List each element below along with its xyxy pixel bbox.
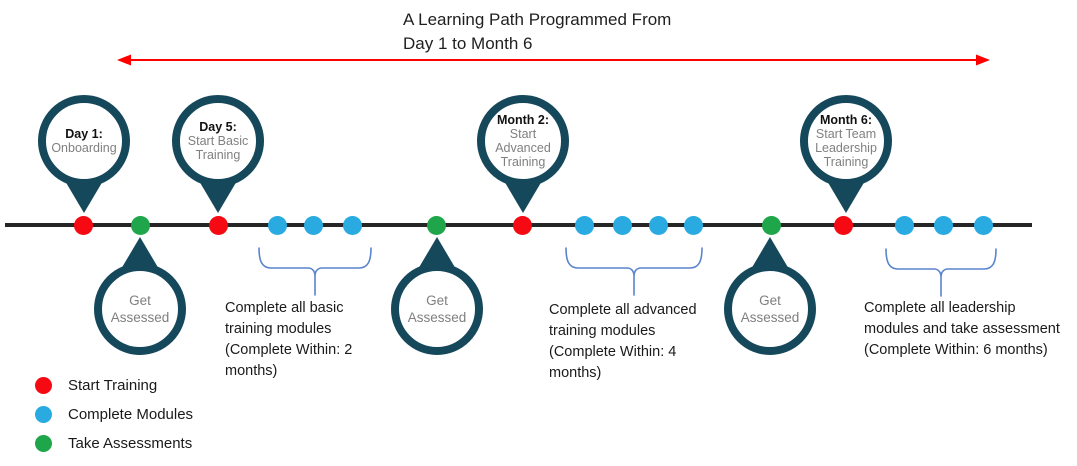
legend-dot-blue [35,405,52,423]
timeline-dot-start-training [512,216,532,235]
legend-label: Complete Modules [68,405,194,423]
map-pin-icon [38,95,130,213]
timespan-arrow [117,54,990,66]
brace-leadership-modules [885,248,997,297]
milestone-pin-day1: Day 1: Onboarding [34,95,134,213]
phase-text-advanced: Complete all advanced training modules (… [549,302,697,381]
map-pin-inverted-icon [94,237,186,355]
map-pin-inverted-icon [724,237,816,355]
timeline-dot-complete-modules [574,216,594,235]
timeline-dot-complete-modules [894,216,914,235]
assessment-pin-1: Get Assessed [90,237,190,355]
assessment-pin-3: Get Assessed [720,237,820,355]
phase-text-basic: Complete all basic training modules (Com… [225,300,353,379]
milestone-body: Start Team Leadership Training [815,127,877,169]
legend-item-start-training: Start Training [35,376,157,394]
assessment-label: Get Assessed [740,293,800,325]
legend-label: Start Training [68,376,158,394]
brace-advanced-modules [565,247,703,296]
milestone-pin-month6: Month 6: Start Team Leadership Training [796,95,896,213]
assessment-pin-2: Get Assessed [387,237,487,355]
brace-basic-modules [258,247,372,296]
map-pin-icon [477,95,569,213]
legend-dot-red [35,376,52,394]
milestone-body: Onboarding [51,141,117,155]
arrow-left-head-icon [117,54,131,66]
arrow-right-head-icon [976,54,990,66]
legend-item-take-assessments: Take Assessments [35,434,192,452]
map-pin-inverted-icon [391,237,483,355]
assessment-label: Get Assessed [110,293,170,325]
map-pin-icon [172,95,264,213]
legend-item-complete-modules: Complete Modules [35,405,193,423]
timeline-dot-complete-modules [973,216,993,235]
timeline-dot-complete-modules [303,216,323,235]
legend-dot-green [35,434,52,452]
milestone-header: Month 6: [819,113,873,127]
assessment-label: Get Assessed [407,293,467,325]
timeline-dot-complete-modules [933,216,953,235]
milestone-pin-month2: Month 2: Start Advanced Training [473,95,573,213]
milestone-body: Start Basic Training [187,134,249,162]
milestone-header: Day 5: [199,120,237,134]
timeline-dot-start-training [833,216,853,235]
legend-label: Take Assessments [68,434,193,452]
phase-text-leadership: Complete all leadership modules and take… [864,300,1060,358]
timeline-dot-complete-modules [683,216,703,235]
milestone-header: Day 1: [65,127,103,141]
timeline-dot-complete-modules [267,216,287,235]
milestone-header: Month 2: [496,113,550,127]
map-pin-icon [800,95,892,213]
milestone-body: Start Advanced Training [495,127,551,169]
timeline-dot-take-assessment [130,216,150,235]
timeline-dot-complete-modules [648,216,668,235]
milestone-pin-day5: Day 5: Start Basic Training [168,95,268,213]
timeline-dot-take-assessment [761,216,781,235]
timeline-dot-start-training [208,216,228,235]
timeline-dot-complete-modules [342,216,362,235]
timeline-dot-take-assessment [426,216,446,235]
diagram-title: A Learning Path Programmed From Day 1 to… [403,10,672,53]
timeline-dot-start-training [73,216,93,235]
timeline-dot-complete-modules [612,216,632,235]
